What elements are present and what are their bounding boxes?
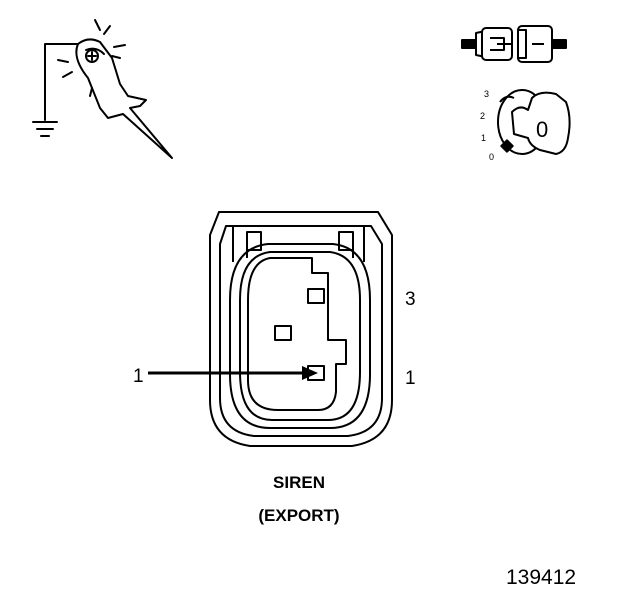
side-label-3: 3 (405, 289, 416, 310)
connector-cavity-shroud (229, 243, 371, 429)
connector-disconnected-icon (461, 25, 567, 63)
connector-insert (247, 257, 347, 411)
pin-cavity-middle (274, 325, 292, 341)
connector-name: SIREN (273, 473, 325, 492)
connector-housing-inner (219, 225, 383, 437)
switch-position-0: 0 (489, 152, 494, 162)
pin-cavity-upper (307, 288, 325, 304)
pin-callout-label: 1 (133, 366, 144, 387)
ground-probe-icon (32, 19, 173, 159)
ignition-key-icon (497, 89, 571, 155)
figure-number: 139412 (506, 566, 577, 589)
switch-position-2: 2 (480, 111, 485, 121)
connector-housing-outer (209, 211, 393, 447)
switch-position-1: 1 (481, 133, 486, 143)
connector-variant: (EXPORT) (258, 506, 340, 525)
switch-position-3: 3 (484, 89, 489, 99)
key-label: 0 (536, 117, 548, 142)
side-label-1: 1 (405, 368, 416, 389)
siren-connector (209, 211, 393, 447)
pin-1-arrow (148, 366, 318, 380)
